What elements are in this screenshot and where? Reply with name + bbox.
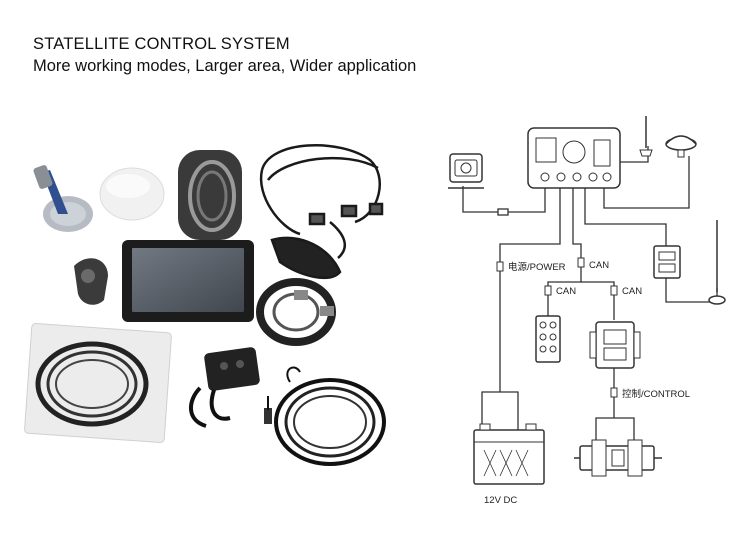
control-label: 控制/CONTROL: [622, 388, 690, 400]
switch-box-photo-icon: [189, 347, 260, 428]
keypad-icon: [535, 315, 561, 363]
controller-module-icon: [589, 321, 641, 369]
coiled-cable-icon: [256, 278, 336, 346]
gnss-dome-icon: [99, 167, 165, 221]
display-unit-icon: [527, 127, 621, 189]
magnetic-antenna-icon: [708, 220, 726, 305]
gnss-antenna-icon: [665, 135, 697, 158]
can-label-right: CAN: [622, 286, 642, 297]
terminal-display-icon: [122, 240, 254, 322]
can-label-main: CAN: [589, 260, 609, 271]
battery-icon: [473, 423, 545, 485]
power-label: 电源/POWER: [508, 261, 566, 273]
mount-clamp-icon: [74, 258, 108, 305]
cable-bundle-icon: [259, 144, 384, 280]
battery-label: 12V DC: [484, 495, 517, 506]
hydraulic-valve-icon: [574, 439, 662, 477]
antenna-mount-icon: [33, 165, 93, 232]
camera-icon: [448, 153, 484, 189]
cable-bag-icon: [24, 323, 172, 443]
page-subtitle: More working modes, Larger area, Wider a…: [33, 57, 417, 75]
antenna-cable-icon: [264, 366, 386, 466]
page-title: STATELLITE CONTROL SYSTEM: [33, 35, 290, 53]
whip-antenna-icon: [639, 116, 653, 157]
harness-bag-icon: [178, 150, 242, 240]
switch-box-icon: [653, 245, 681, 279]
can-label-left: CAN: [556, 286, 576, 297]
